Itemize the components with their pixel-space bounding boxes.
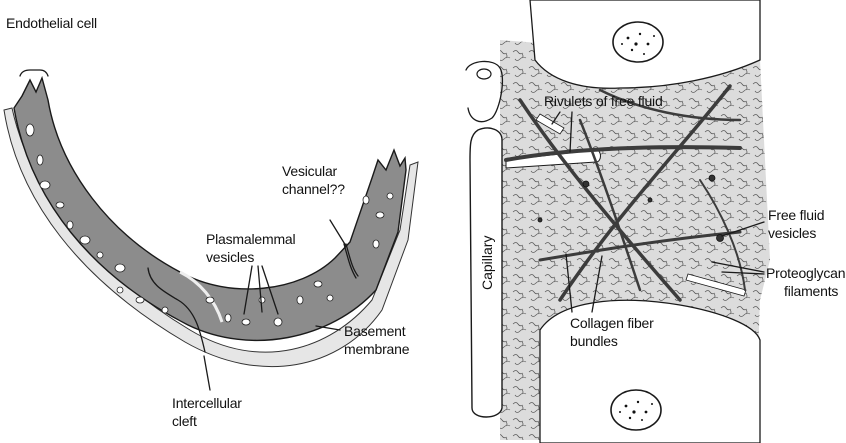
label-intercellular-1: Intercellular (172, 395, 242, 411)
label-intercellular-2: cleft (172, 413, 197, 429)
label-collagen-1: Collagen fiber (570, 315, 654, 331)
label-proteoglycan-2: filaments (784, 283, 838, 299)
label-plasmalemmal-1: Plasmalemmal (206, 231, 295, 247)
label-free-fluid-2: vesicles (768, 225, 816, 241)
label-collagen-2: bundles (570, 333, 618, 349)
label-basement-1: Basement (344, 323, 406, 339)
label-proteoglycan-1: Proteoglycan (766, 265, 845, 281)
label-basement-2: membrane (344, 341, 410, 357)
label-vesicular-channel-2: channel?? (282, 181, 345, 197)
right-panel: Rivulets of free fluid Capillary Free fl… (466, 0, 845, 443)
upper-nucleus (613, 22, 663, 62)
label-endothelial-cell: Endothelial cell (6, 15, 97, 31)
left-panel: Endothelial cell Vesicular channel?? Pla… (4, 15, 418, 429)
endothelial-bracket (20, 70, 48, 76)
intercellular-leader (204, 356, 210, 390)
label-plasmalemmal-2: vesicles (206, 249, 254, 265)
label-rivulets: Rivulets of free fluid (544, 93, 663, 109)
label-free-fluid-1: Free fluid (768, 207, 824, 223)
capillary-end-nucleus (477, 69, 491, 79)
label-vesicular-channel-1: Vesicular (282, 163, 338, 179)
vesicular-leader (330, 220, 346, 246)
lower-nucleus (611, 390, 661, 430)
label-capillary: Capillary (479, 236, 495, 290)
